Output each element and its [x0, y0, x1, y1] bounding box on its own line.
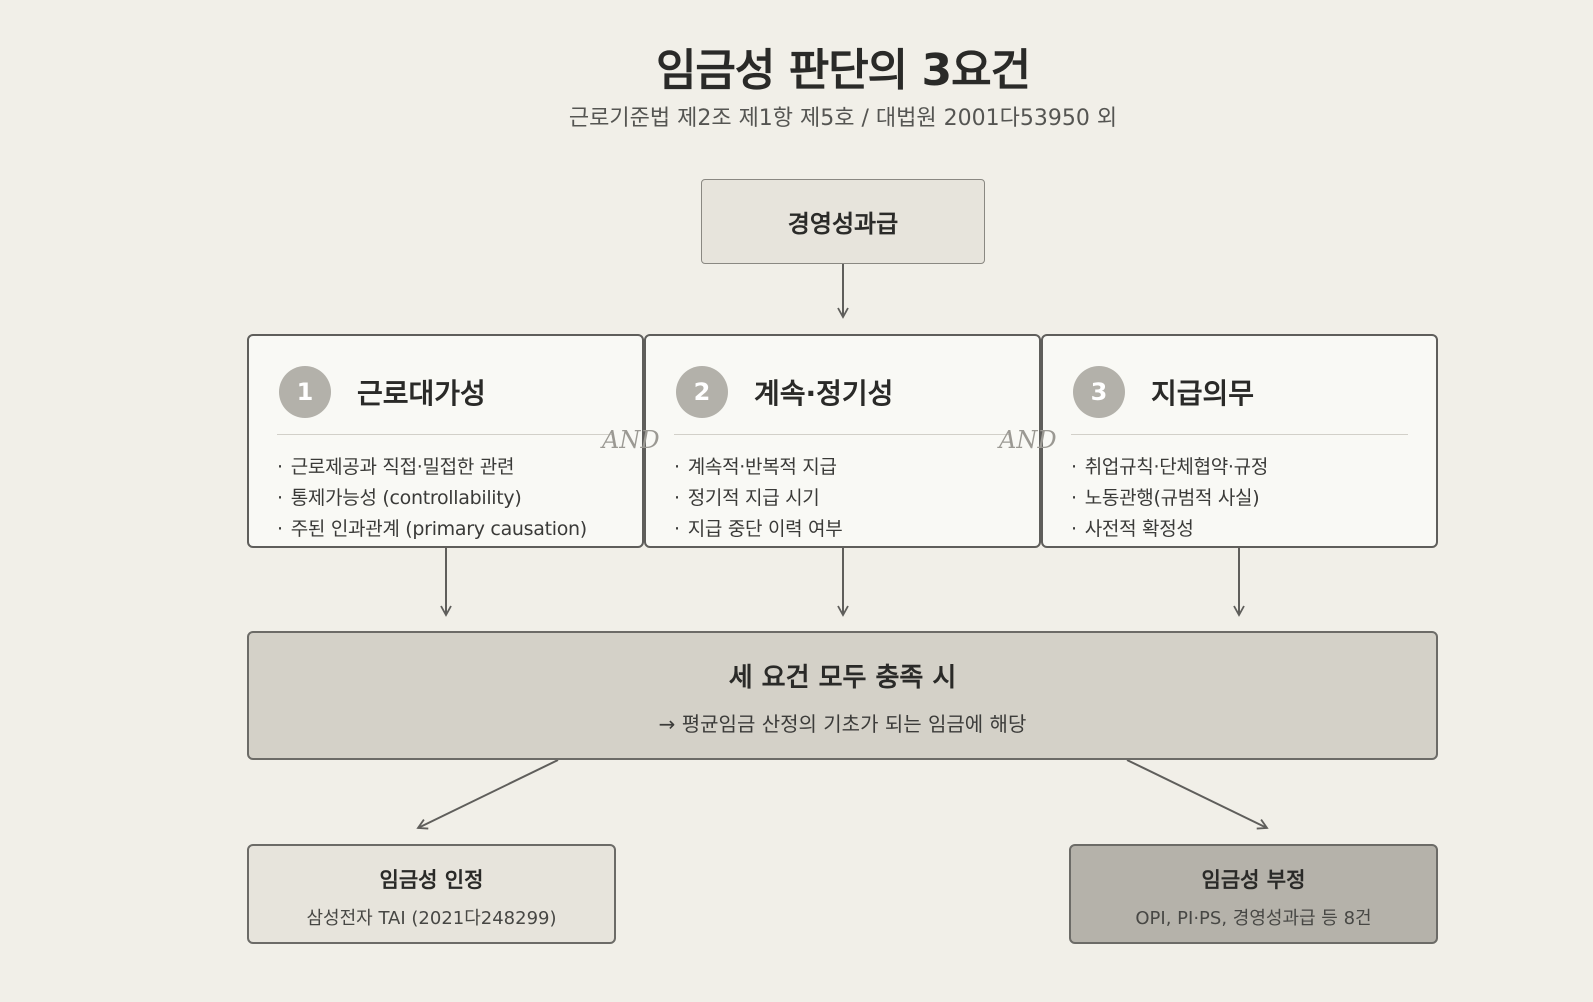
criteria-list: 근로제공과 직접·밀접한 관련 통제가능성 (controllability) … — [277, 452, 587, 545]
outcome-title: 임금성 부정 — [1201, 868, 1306, 892]
diagram-subtitle: 근로기준법 제2조 제1항 제5호 / 대법원 2001다53950 외 — [568, 106, 1118, 131]
criteria-item: 주된 인과관계 (primary causation) — [277, 514, 587, 545]
outcome-detail: 삼성전자 TAI (2021다248299) — [306, 908, 557, 929]
number-badge: 1 — [279, 366, 331, 418]
requirement-name: 근로대가성 — [357, 377, 486, 410]
top-node-box: 경영성과급 — [701, 179, 985, 264]
criteria-list: 계속적·반복적 지급 정기적 지급 시기 지급 중단 이력 여부 — [674, 452, 843, 545]
result-subtitle: → 평균임금 산정의 기초가 되는 임금에 해당 — [658, 712, 1027, 736]
result-title: 세 요건 모두 충족 시 — [728, 663, 957, 693]
criteria-item: 사전적 확정성 — [1071, 514, 1268, 545]
divider — [674, 434, 1011, 435]
criteria-item: 통제가능성 (controllability) — [277, 483, 587, 514]
criteria-item: 근로제공과 직접·밀접한 관련 — [277, 452, 587, 483]
requirement-name: 지급의무 — [1151, 377, 1255, 410]
criteria-item: 취업규칙·단체협약·규정 — [1071, 452, 1269, 483]
arrow-result-to-positive — [416, 759, 559, 830]
requirement-card-2: 2 계속·정기성 계속적·반복적 지급 정기적 지급 시기 지급 중단 이력 여… — [644, 334, 1041, 548]
criteria-item: 정기적 지급 시기 — [674, 483, 842, 514]
outcome-title: 임금성 인정 — [379, 868, 484, 892]
criteria-item: 노동관행(규범적 사실) — [1071, 483, 1268, 514]
requirement-card-3: 3 지급의무 취업규칙·단체협약·규정 노동관행(규범적 사실) 사전적 확정성 — [1041, 334, 1438, 548]
divider — [277, 434, 614, 435]
arrow-result-to-negative — [1126, 759, 1269, 830]
and-connector-label: AND — [602, 426, 660, 454]
criteria-item: 계속적·반복적 지급 — [674, 452, 842, 483]
number-badge: 3 — [1073, 366, 1125, 418]
requirement-name: 계속·정기성 — [754, 377, 894, 410]
criteria-list: 취업규칙·단체협약·규정 노동관행(규범적 사실) 사전적 확정성 — [1071, 452, 1269, 545]
outcome-negative-box: 임금성 부정 OPI, PI·PS, 경영성과급 등 8건 — [1069, 844, 1438, 944]
divider — [1071, 434, 1408, 435]
outcome-positive-box: 임금성 인정 삼성전자 TAI (2021다248299) — [247, 844, 616, 944]
number-badge: 2 — [676, 366, 728, 418]
outcome-detail: OPI, PI·PS, 경영성과급 등 8건 — [1135, 908, 1372, 929]
and-connector-label: AND — [999, 426, 1057, 454]
diagram-title: 임금성 판단의 3요건 — [655, 45, 1031, 96]
criteria-item: 지급 중단 이력 여부 — [674, 514, 843, 545]
result-box: 세 요건 모두 충족 시 → 평균임금 산정의 기초가 되는 임금에 해당 — [247, 631, 1438, 760]
requirement-card-1: 1 근로대가성 근로제공과 직접·밀접한 관련 통제가능성 (controlla… — [247, 334, 644, 548]
